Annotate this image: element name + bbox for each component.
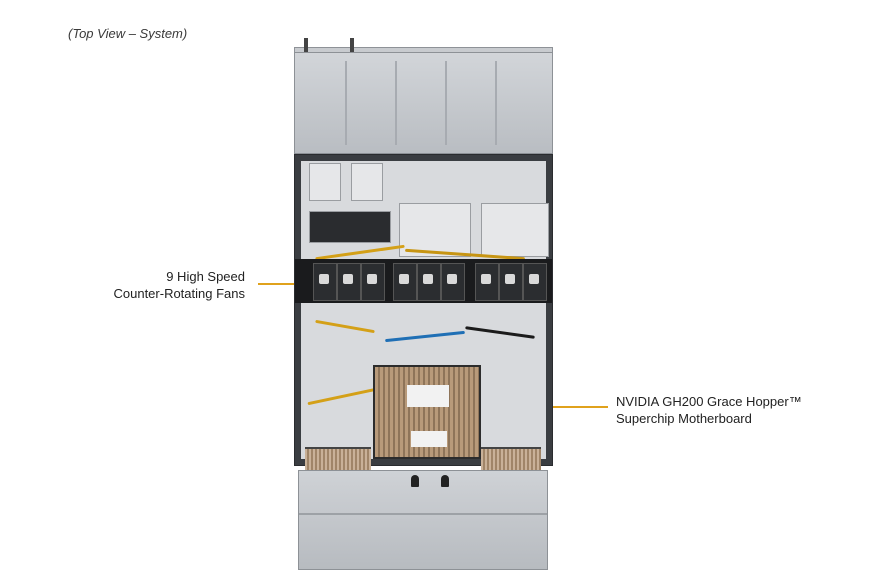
fan-5 [417,263,441,301]
fan-4 [393,263,417,301]
power-supply-1 [399,203,471,257]
view-caption: (Top View – System) [68,26,188,41]
drive-bay-1 [309,163,341,201]
fan-3 [361,263,385,301]
rear-handle-left [304,38,308,52]
fan-8 [499,263,523,301]
cover-notch-left [411,475,419,487]
fan-2 [337,263,361,301]
drive-bay-2 [351,163,383,201]
motherboard-callout-line-2: Superchip Motherboard [616,411,752,426]
fan-9 [523,263,547,301]
fan-module-row [295,259,552,303]
server-chassis-top-view [294,38,553,570]
internal-bay [294,154,553,489]
cover-notch-right [441,475,449,487]
heatsink-label-lower [411,431,447,447]
fans-callout: 9 High Speed Counter-Rotating Fans [60,268,245,302]
fans-callout-line-2: Counter-Rotating Fans [113,286,245,301]
fan-6 [441,263,465,301]
power-distribution-board [309,211,391,243]
fans-callout-line-1: 9 High Speed [166,269,245,284]
fan-7 [475,263,499,301]
chassis-top-cover [294,52,553,154]
chassis-front-cover [298,470,548,570]
motherboard-callout-line-1: NVIDIA GH200 Grace Hopper™ [616,394,802,409]
heatsink-label [407,385,449,407]
power-supply-2 [481,203,549,257]
rear-handle-right [350,38,354,52]
motherboard-callout: NVIDIA GH200 Grace Hopper™ Superchip Mot… [616,393,856,427]
fan-1 [313,263,337,301]
grace-hopper-heatsink [373,365,481,459]
